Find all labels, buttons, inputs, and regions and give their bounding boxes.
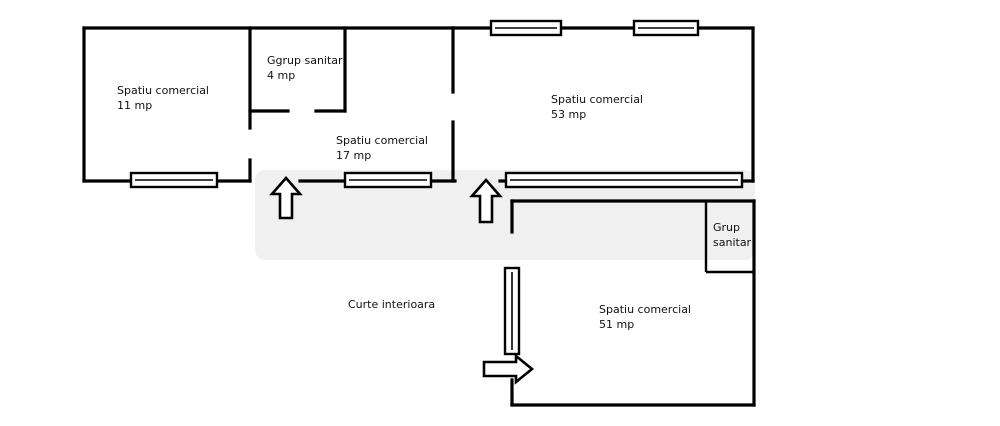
window-bottom-3 bbox=[504, 171, 744, 189]
building-left bbox=[82, 26, 457, 183]
window-bottom-2 bbox=[343, 171, 433, 189]
room-label-r4: Spatiu comercial 53 mp bbox=[551, 92, 643, 122]
room-label-r2: Ggrup sanitar 4 mp bbox=[267, 53, 343, 83]
room-label-r3: Spatiu comercial 17 mp bbox=[336, 133, 428, 163]
window-vertical bbox=[503, 266, 521, 356]
room-label-r5: Spatiu comercial 51 mp bbox=[599, 302, 691, 332]
room-area: 51 mp bbox=[599, 318, 635, 331]
room-name: Grup bbox=[713, 221, 741, 234]
room-label-r1: Spatiu comercial 11 mp bbox=[117, 83, 209, 113]
room-area: 11 mp bbox=[117, 99, 153, 112]
room-area: 53 mp bbox=[551, 108, 587, 121]
room-area: 4 mp bbox=[267, 69, 296, 82]
courtyard-label: Curte interioara bbox=[348, 298, 436, 311]
room-name: Ggrup sanitar bbox=[267, 54, 343, 67]
entrance-arrow-up-2 bbox=[469, 178, 503, 224]
window-top-2 bbox=[632, 19, 700, 37]
room-area: sanitar bbox=[713, 236, 752, 249]
room-label-r6: Grup sanitar bbox=[713, 220, 751, 250]
room-name: Spatiu comercial bbox=[336, 134, 428, 147]
entrance-arrows bbox=[269, 176, 535, 385]
watermark bbox=[255, 170, 755, 260]
room-name: Spatiu comercial bbox=[599, 303, 691, 316]
room-name: Spatiu comercial bbox=[551, 93, 643, 106]
window-top-1 bbox=[489, 19, 563, 37]
room-area: 17 mp bbox=[336, 149, 372, 162]
building-lower-right bbox=[510, 199, 756, 407]
room-name: Spatiu comercial bbox=[117, 84, 209, 97]
entrance-arrow-right bbox=[482, 353, 535, 385]
entrance-arrow-up-1 bbox=[269, 176, 303, 220]
windows bbox=[129, 19, 744, 356]
window-bottom-1 bbox=[129, 171, 219, 189]
